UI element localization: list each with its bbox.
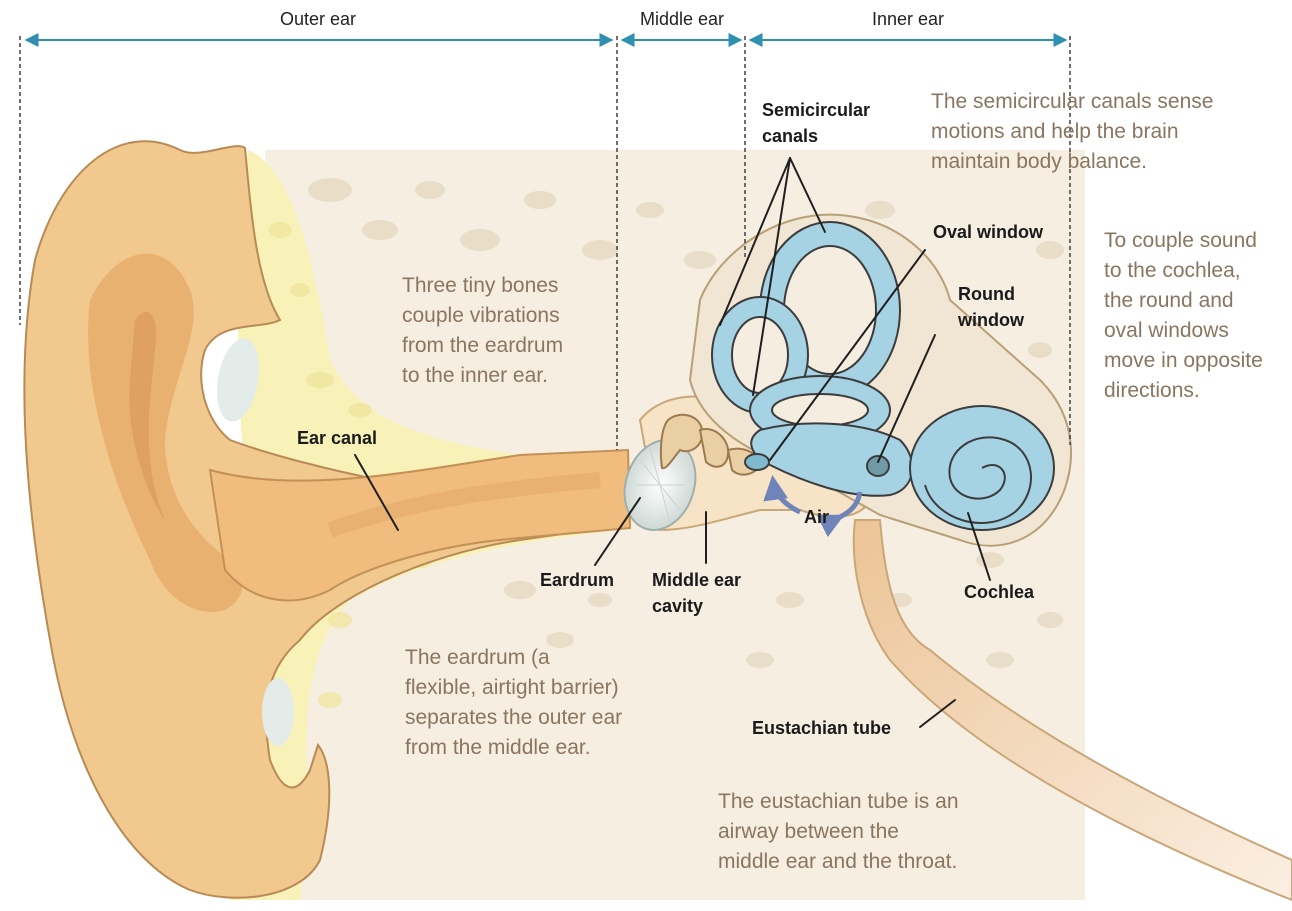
region-label-middle: Middle ear [640,9,724,29]
label-oval-window: Oval window [933,222,1044,242]
label-cochlea: Cochlea [964,582,1035,602]
label-semicircular-canals: Semicircular canals [762,100,875,146]
label-ear-canal: Ear canal [297,428,377,448]
region-label-outer: Outer ear [280,9,356,29]
note-semicircular-canals: The semicircular canals sense motions an… [931,90,1219,173]
label-air: Air [804,507,829,527]
label-eustachian-tube: Eustachian tube [752,718,891,738]
label-eardrum: Eardrum [540,570,614,590]
note-windows: To couple sound to the cochlea, the roun… [1104,229,1269,402]
region-label-inner: Inner ear [872,9,944,29]
